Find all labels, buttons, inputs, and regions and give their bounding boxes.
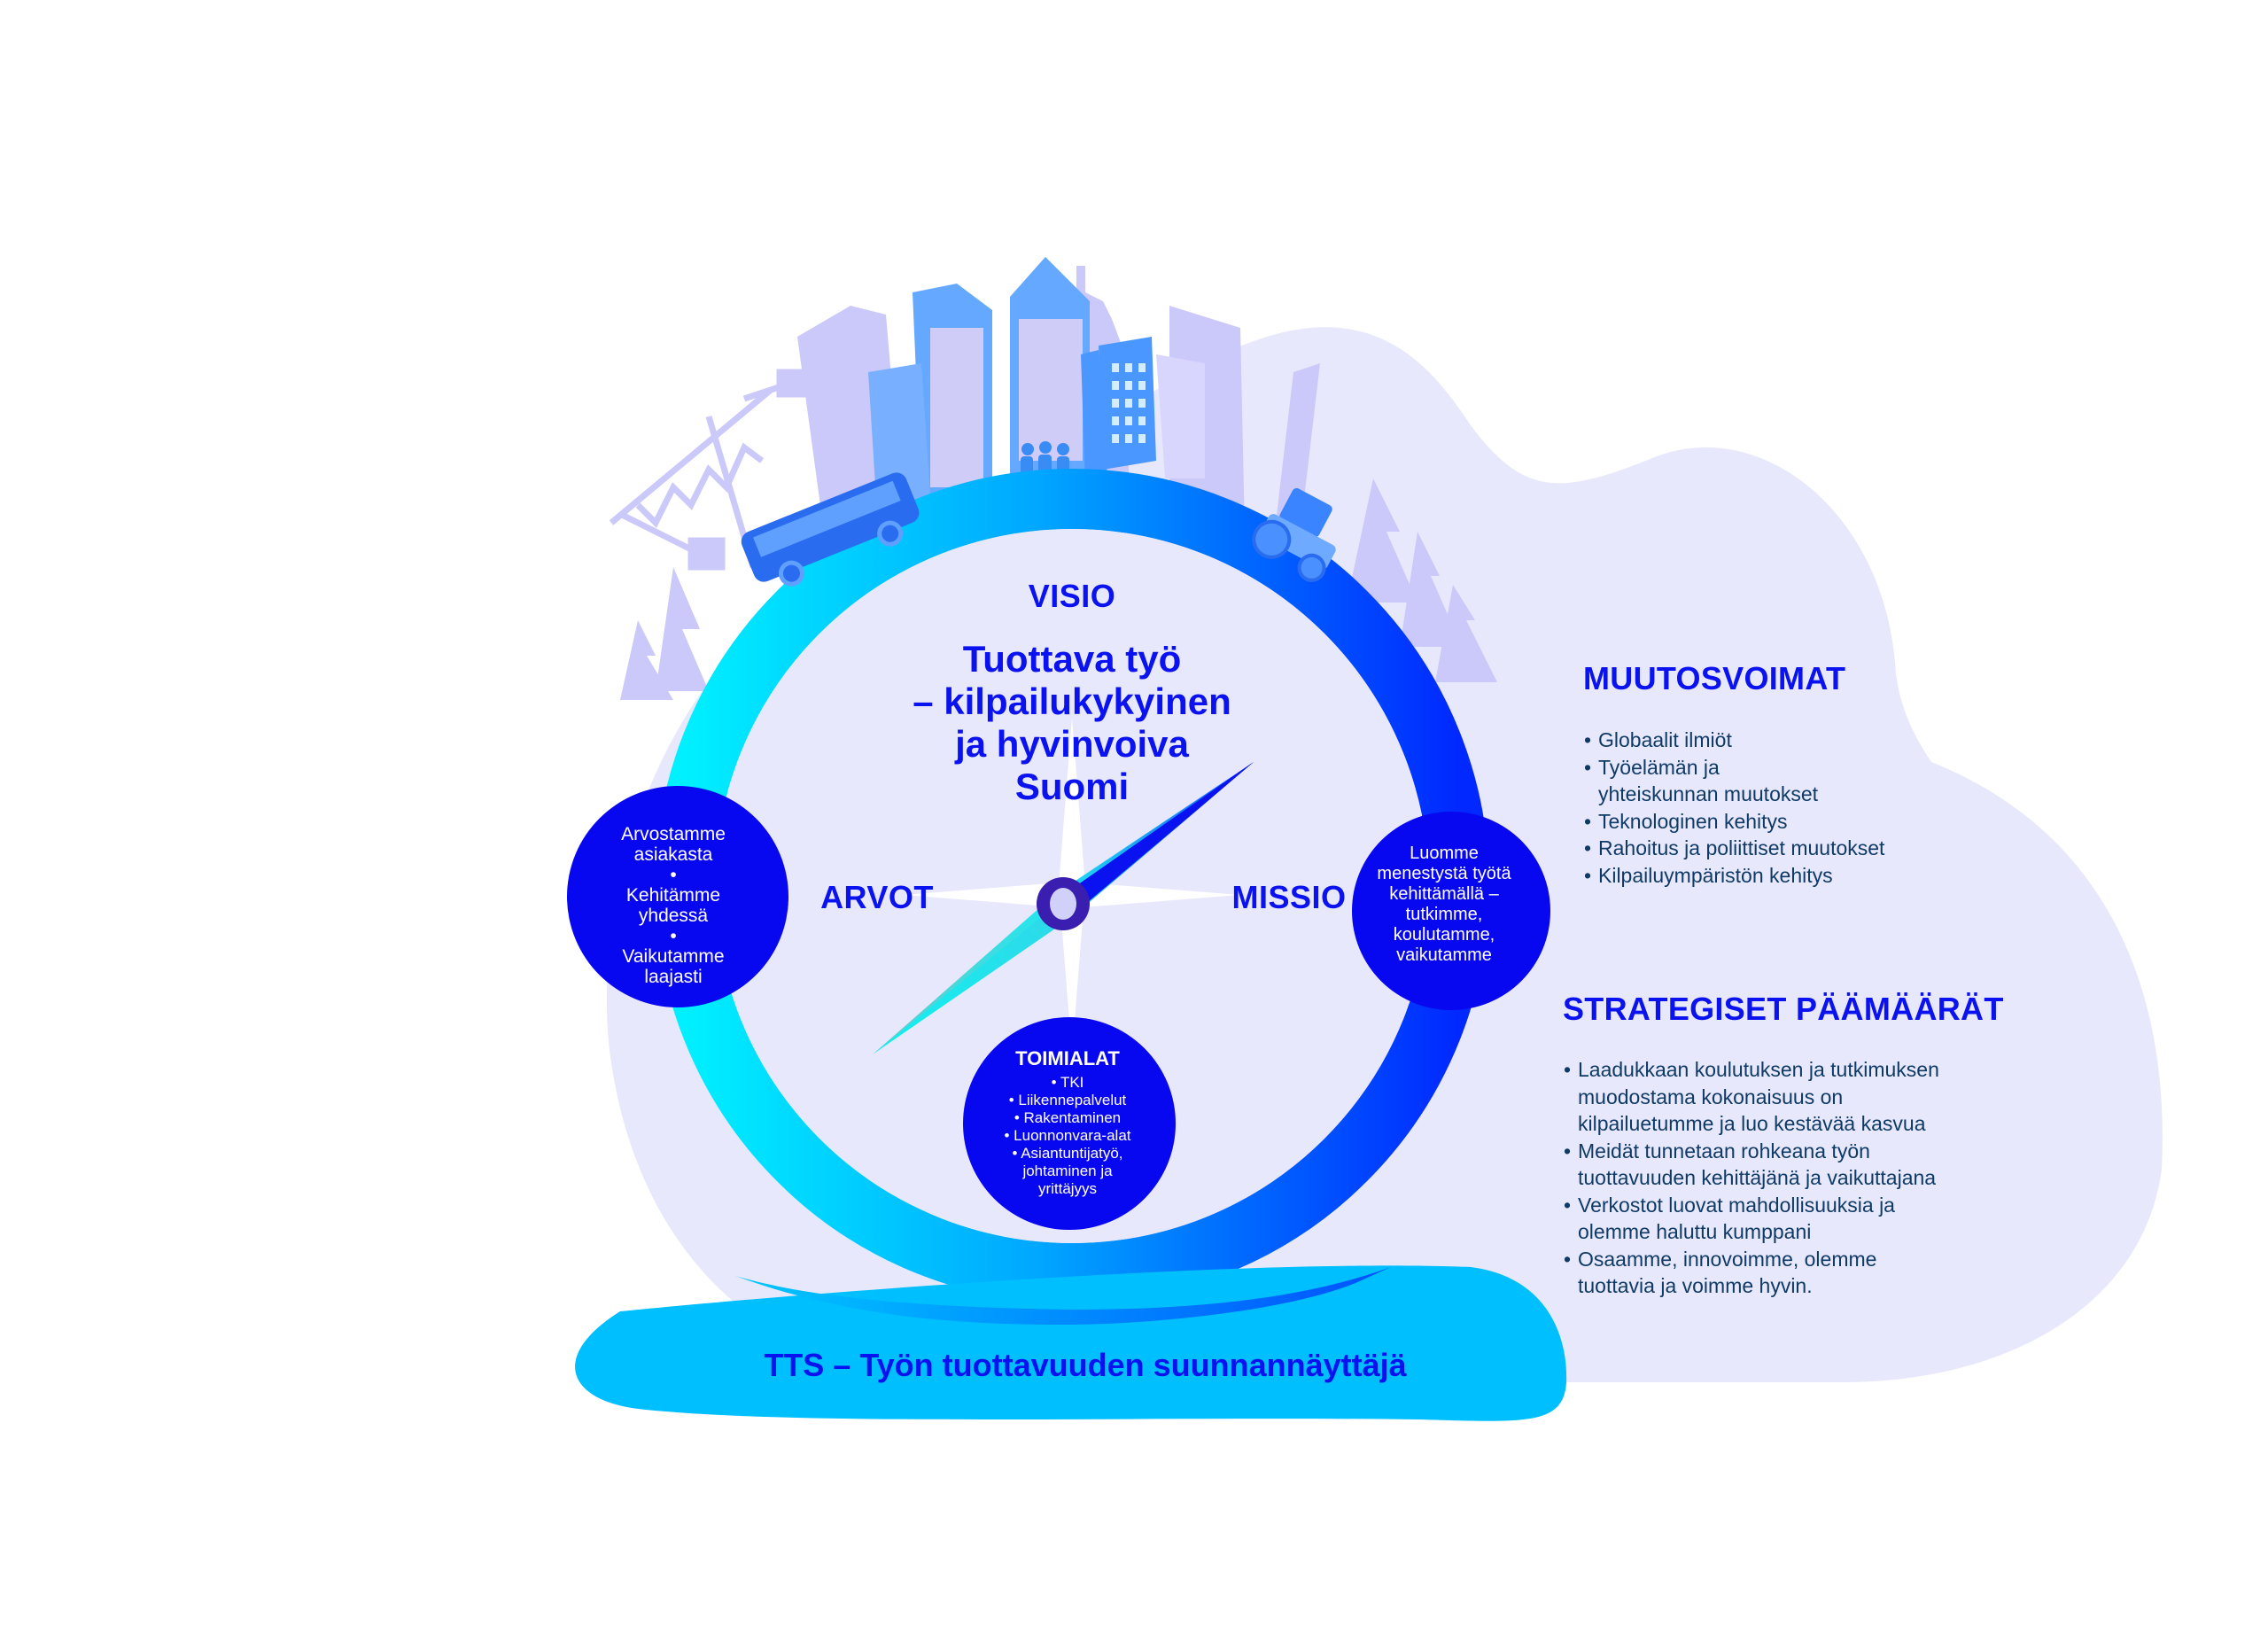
- mission-line: menestystä työtä: [1377, 864, 1511, 883]
- item-line: Työelämän ja: [1598, 755, 1720, 779]
- muutosvoimat-item: Työelämän ja yhteiskunnan muutokset: [1584, 754, 2009, 808]
- industry-item: • Luonnonvara-alat: [1004, 1127, 1131, 1144]
- muutosvoimat-item: Teknologinen kehitys: [1584, 808, 2009, 836]
- industry-item: • Asiantuntijatyö,: [1012, 1145, 1123, 1162]
- vision-line: Suomi: [1014, 766, 1130, 807]
- strategy-item: Meidät tunnetaan rohkeana työn tuottavuu…: [1564, 1138, 2060, 1192]
- construction-crane: [609, 369, 810, 571]
- muutosvoimat-item: Rahoitus ja poliittiset muutokset: [1584, 835, 2009, 862]
- item-line: Kilpailuympäristön kehitys: [1598, 863, 1833, 887]
- tractor: [1252, 487, 1336, 582]
- value-separator: •: [670, 926, 677, 946]
- bus: [741, 472, 920, 587]
- item-line: tuottavuuden kehittäjänä ja vaikuttajana: [1578, 1166, 1937, 1189]
- strategiset-list: Laadukkaan koulutuksen ja tutkimuksen mu…: [1564, 1056, 2060, 1300]
- mission-line: kehittämällä –: [1389, 884, 1499, 904]
- vision-statement: Tuottava työ – kilpailukykyinen ja hyvin…: [850, 638, 1293, 808]
- mission-line: koulutamme,: [1393, 925, 1495, 945]
- industry-item: johtaminen ja: [1022, 1163, 1113, 1179]
- industry-item: • Liikennepalvelut: [1008, 1092, 1127, 1108]
- item-line: Globaalit ilmiöt: [1598, 728, 1732, 751]
- footer-blob: [575, 1265, 1567, 1421]
- spruce-trees: [620, 478, 1497, 700]
- industries-title: TOIMIALAT: [1015, 1047, 1120, 1069]
- strategy-item: Laadukkaan koulutuksen ja tutkimuksen mu…: [1564, 1056, 2060, 1138]
- strategiset-title: STRATEGISET PÄÄMÄÄRÄT: [1563, 991, 2004, 1027]
- value-line: Arvostamme: [621, 824, 726, 844]
- strategy-item: Osaamme, innovoimme, olemme tuottavia ja…: [1564, 1246, 2060, 1300]
- vision-line: ja hyvinvoiva: [955, 723, 1189, 765]
- muutosvoimat-list: Globaalit ilmiöt Työelämän ja yhteiskunn…: [1584, 727, 2009, 889]
- item-line: muodostama kokonaisuus on: [1578, 1085, 1844, 1108]
- mission-line: vaikutamme: [1396, 945, 1492, 965]
- industries-list: • TKI • Liikennepalvelut • Rakentaminen …: [966, 1074, 1169, 1198]
- vision-line: – kilpailukykyinen: [913, 680, 1231, 722]
- mission-line: Luomme: [1410, 844, 1479, 863]
- item-line: Verkostot luovat mahdollisuuksia ja: [1578, 1193, 1895, 1217]
- item-line: tuottavia ja voimme hyvin.: [1578, 1274, 1813, 1297]
- visio-label: VISIO: [1028, 578, 1116, 614]
- mission-statement: Luomme menestystä työtä kehittämällä – t…: [1355, 844, 1533, 966]
- industries-circle: [963, 1017, 1176, 1230]
- value-separator: •: [670, 865, 677, 885]
- values-circle: [567, 786, 788, 1007]
- value-line: Vaikutamme: [622, 946, 725, 967]
- item-line: olemme haluttu kumppani: [1578, 1220, 1812, 1243]
- vision-line: Tuottava työ: [962, 638, 1182, 680]
- value-line: yhdessä: [638, 906, 709, 926]
- value-line: Kehitämme: [625, 885, 721, 906]
- mission-circle: [1352, 812, 1550, 1010]
- item-line: yhteiskunnan muutokset: [1598, 782, 1819, 805]
- muutosvoimat-title: MUUTOSVOIMAT: [1583, 660, 1846, 696]
- muutosvoimat-item: Globaalit ilmiöt: [1584, 727, 2009, 754]
- item-line: Meidät tunnetaan rohkeana työn: [1578, 1139, 1870, 1163]
- item-line: Laadukkaan koulutuksen ja tutkimuksen: [1578, 1058, 1939, 1081]
- footer-title: TTS – Työn tuottavuuden suunnannäyttäjä: [764, 1347, 1407, 1383]
- value-line: asiakasta: [633, 844, 713, 865]
- item-line: Osaamme, innovoimme, olemme: [1578, 1247, 1877, 1271]
- mission-line: tutkimme,: [1405, 905, 1483, 924]
- building-windows: [1112, 363, 1146, 443]
- item-line: Rahoitus ja poliittiset muutokset: [1598, 836, 1885, 859]
- item-line: kilpailuetumme ja luo kestävää kasvua: [1578, 1112, 1926, 1135]
- values-list: Arvostamme asiakasta • Kehitämme yhdessä…: [576, 824, 771, 987]
- industry-item: yrittäjyys: [1037, 1180, 1098, 1197]
- industry-item: • Rakentaminen: [1014, 1109, 1122, 1126]
- value-line: laajasti: [644, 967, 703, 987]
- industry-item: • TKI: [1051, 1074, 1084, 1091]
- arvot-label: ARVOT: [820, 879, 934, 915]
- muutosvoimat-item: Kilpailuympäristön kehitys: [1584, 862, 2009, 890]
- missio-label: MISSIO: [1231, 879, 1347, 915]
- strategy-item: Verkostot luovat mahdollisuuksia ja olem…: [1564, 1192, 2060, 1246]
- item-line: Teknologinen kehitys: [1598, 809, 1788, 833]
